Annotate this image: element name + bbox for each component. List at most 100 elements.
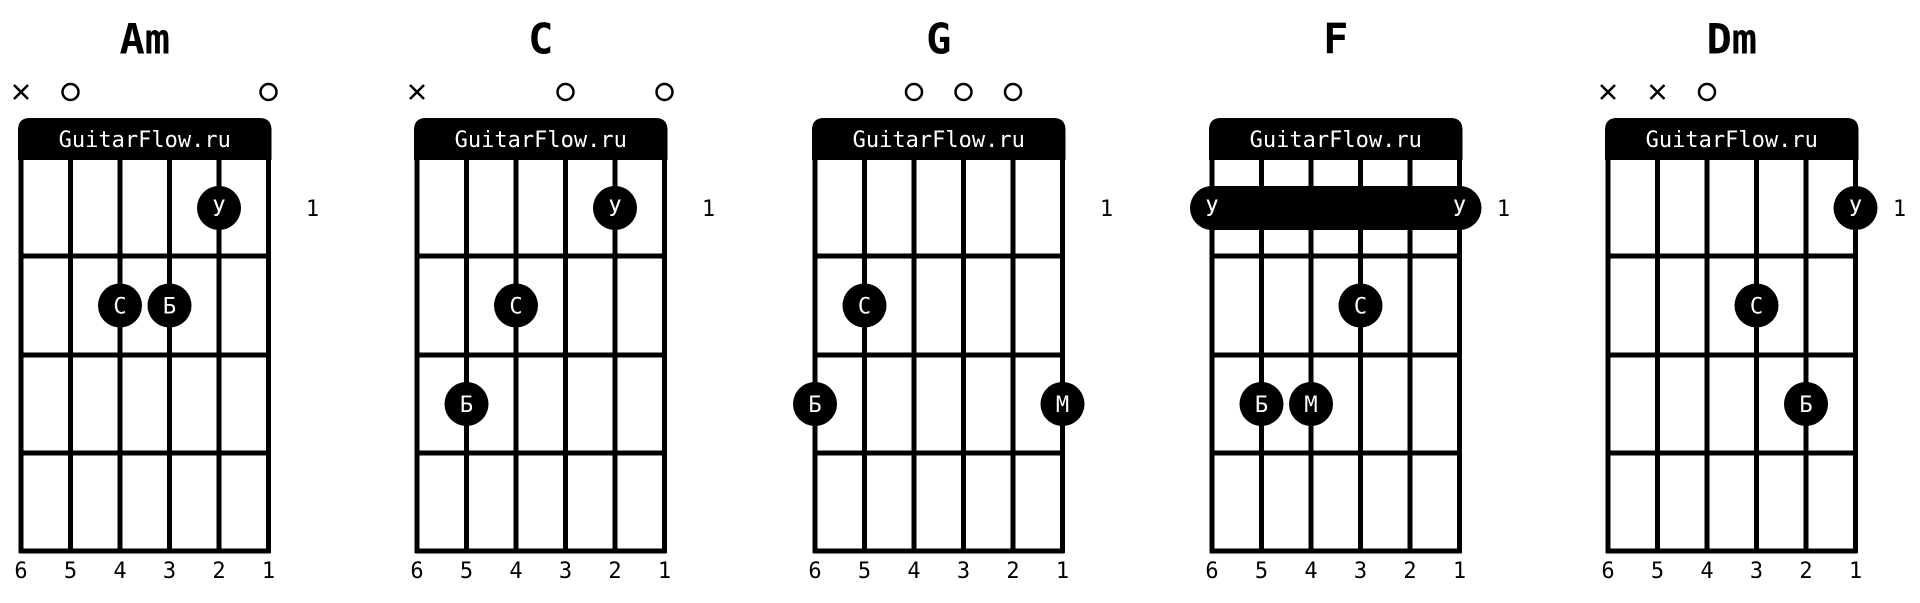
open-string-marker bbox=[1697, 82, 1717, 102]
brand-label: GuitarFlow.ru bbox=[455, 128, 627, 153]
finger-label: Б bbox=[1255, 393, 1268, 418]
string-number-label: 3 bbox=[559, 559, 572, 584]
finger-dot bbox=[1239, 382, 1284, 426]
chord-title: G bbox=[926, 15, 951, 64]
string-number-label: 4 bbox=[1700, 559, 1713, 584]
string-number-label: 2 bbox=[608, 559, 621, 584]
barre-bar bbox=[1190, 186, 1482, 230]
string-number-label: 1 bbox=[1453, 559, 1466, 584]
finger-dot bbox=[444, 382, 489, 426]
string-number-label: 4 bbox=[1304, 559, 1317, 584]
finger-dot bbox=[593, 186, 637, 230]
finger-dot bbox=[1040, 382, 1085, 426]
muted-string-marker bbox=[409, 84, 425, 100]
brand-header bbox=[18, 118, 272, 160]
open-string-marker bbox=[904, 82, 924, 102]
finger-label: Б bbox=[460, 393, 473, 418]
brand-header bbox=[414, 118, 668, 160]
open-string-marker bbox=[1003, 82, 1023, 102]
string-number-label: 3 bbox=[957, 559, 970, 584]
string-number-label: 2 bbox=[212, 559, 225, 584]
finger-dot bbox=[1734, 283, 1779, 328]
finger-label: С bbox=[113, 295, 126, 320]
string-number-label: 2 bbox=[1006, 559, 1019, 584]
finger-label: М bbox=[1056, 393, 1069, 418]
brand-label: GuitarFlow.ru bbox=[59, 128, 231, 153]
open-string-marker bbox=[655, 82, 674, 102]
string-number-label: 5 bbox=[1255, 559, 1268, 584]
string-number-label: 3 bbox=[1354, 559, 1367, 584]
finger-label: Б bbox=[808, 393, 821, 418]
brand-label: GuitarFlow.ru bbox=[853, 128, 1025, 153]
brand-header bbox=[812, 118, 1066, 160]
finger-label: У bbox=[212, 197, 225, 222]
finger-dot bbox=[793, 382, 837, 426]
chord-diagram-f: F GuitarFlow.ru 1 У У С Б М 6 5 4 3 2 1 bbox=[1190, 15, 1510, 584]
brand-label: GuitarFlow.ru bbox=[1250, 128, 1422, 153]
open-string-marker bbox=[556, 82, 575, 102]
barre-finger-label: У bbox=[1205, 197, 1218, 222]
open-string-marker bbox=[954, 82, 973, 102]
brand-label: GuitarFlow.ru bbox=[1646, 128, 1818, 153]
open-string-marker bbox=[61, 82, 80, 102]
finger-dot bbox=[1289, 382, 1333, 426]
finger-label: С bbox=[1750, 295, 1763, 320]
string-number-label: 6 bbox=[1601, 559, 1614, 584]
muted-string-marker bbox=[1649, 84, 1666, 100]
finger-dot bbox=[147, 283, 192, 328]
finger-label: Б bbox=[163, 295, 176, 320]
string-number-label: 4 bbox=[113, 559, 126, 584]
finger-label: У bbox=[608, 197, 621, 222]
finger-label: М bbox=[1304, 393, 1317, 418]
open-string-marker bbox=[259, 82, 278, 102]
chord-title: Dm bbox=[1706, 15, 1757, 64]
muted-string-marker bbox=[13, 84, 29, 100]
string-number-label: 1 bbox=[1056, 559, 1069, 584]
string-number-label: 5 bbox=[460, 559, 473, 584]
string-number-label: 4 bbox=[509, 559, 522, 584]
finger-label: С bbox=[858, 295, 871, 320]
fret-number-label: 1 bbox=[1497, 197, 1510, 222]
chord-title: Am bbox=[119, 15, 170, 64]
string-number-label: 1 bbox=[262, 559, 275, 584]
string-number-label: 6 bbox=[14, 559, 27, 584]
string-number-label: 6 bbox=[808, 559, 821, 584]
muted-string-marker bbox=[1600, 84, 1616, 100]
finger-label: С bbox=[1354, 295, 1367, 320]
string-number-label: 1 bbox=[1849, 559, 1862, 584]
string-number-label: 2 bbox=[1403, 559, 1416, 584]
fret-number-label: 1 bbox=[306, 197, 319, 222]
string-number-label: 3 bbox=[1750, 559, 1763, 584]
string-number-label: 4 bbox=[907, 559, 920, 584]
chord-title: F bbox=[1323, 15, 1348, 64]
fret-number-label: 1 bbox=[1893, 197, 1906, 222]
string-number-label: 3 bbox=[163, 559, 176, 584]
chord-diagram-c: C GuitarFlow.ru 1 У С Б 6 5 4 3 2 1 bbox=[409, 15, 715, 584]
finger-label: С bbox=[509, 295, 522, 320]
finger-dot bbox=[494, 283, 538, 328]
finger-label: Б bbox=[1799, 393, 1812, 418]
fret-number-label: 1 bbox=[1100, 197, 1113, 222]
string-number-label: 2 bbox=[1799, 559, 1812, 584]
finger-dot bbox=[1833, 186, 1878, 230]
fret-number-label: 1 bbox=[702, 197, 715, 222]
finger-dot bbox=[1338, 283, 1383, 328]
finger-dot bbox=[842, 283, 887, 328]
barre-finger-label: У bbox=[1453, 197, 1466, 222]
string-number-label: 6 bbox=[410, 559, 423, 584]
finger-dot bbox=[98, 283, 142, 328]
string-number-label: 5 bbox=[858, 559, 871, 584]
string-number-label: 6 bbox=[1205, 559, 1218, 584]
string-number-label: 5 bbox=[1651, 559, 1664, 584]
string-number-label: 5 bbox=[64, 559, 77, 584]
brand-header bbox=[1605, 118, 1859, 160]
brand-header bbox=[1209, 118, 1463, 160]
finger-dot bbox=[1784, 382, 1828, 426]
chord-title: C bbox=[528, 15, 553, 64]
string-number-label: 1 bbox=[658, 559, 671, 584]
